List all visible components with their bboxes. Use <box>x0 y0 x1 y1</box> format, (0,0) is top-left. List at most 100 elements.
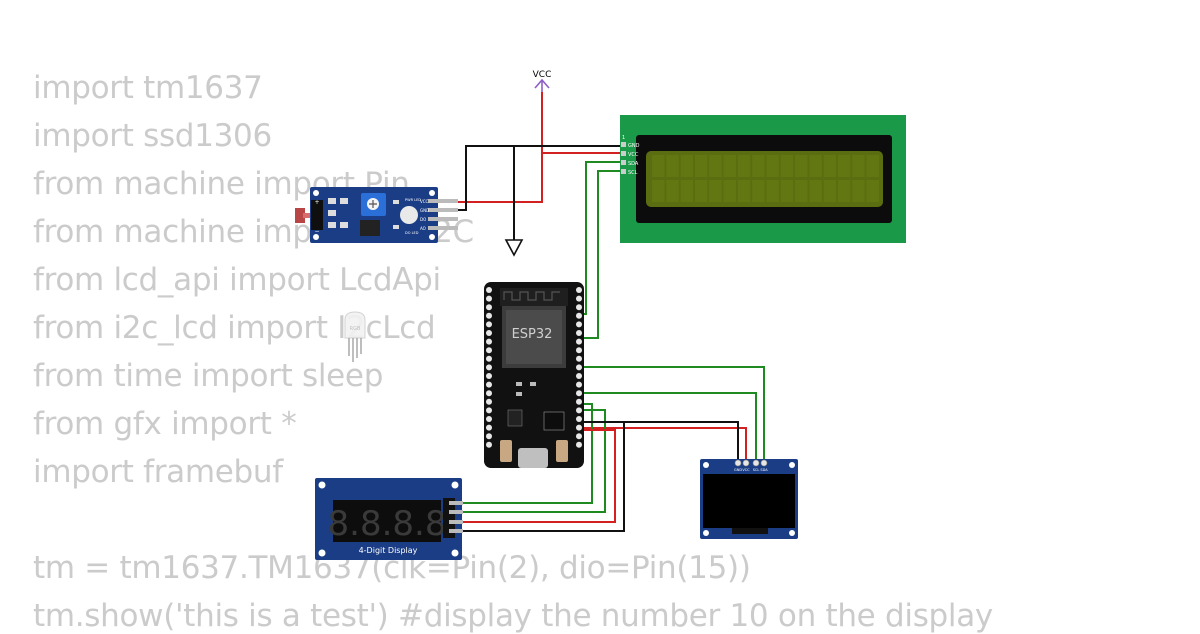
wire-gnd-ldr[interactable] <box>456 145 624 211</box>
lcd-character-cell <box>680 180 694 202</box>
code-line: from time import sleep <box>33 358 384 394</box>
lcd-character-cell <box>694 155 708 177</box>
esp32-pin <box>486 287 492 293</box>
ldr-pin-label: GND <box>420 208 429 213</box>
code-line: import tm1637 <box>33 70 263 106</box>
esp32-pin <box>576 364 582 371</box>
lcd-character-cell <box>694 180 708 202</box>
wire-oled-scl[interactable] <box>580 392 757 462</box>
lcd-character-cell <box>666 180 679 202</box>
vcc-symbol[interactable]: VCC <box>533 70 552 92</box>
ground-symbol[interactable] <box>504 239 524 257</box>
esp32-pin <box>576 390 582 397</box>
svg-text:RGB: RGB <box>350 326 361 332</box>
wires <box>456 92 765 532</box>
lcd-display[interactable]: 1 GND VCC SDA SCL <box>620 115 906 243</box>
esp32-pin <box>486 373 492 379</box>
esp32-pin <box>486 330 492 336</box>
code-line: import framebuf <box>33 454 283 490</box>
esp32-pin <box>486 381 492 388</box>
wire-oled-gnd[interactable] <box>580 421 739 462</box>
lcd-pin-one-label: 1 <box>622 135 625 141</box>
wire-lcd-sda[interactable] <box>580 161 624 315</box>
esp32-pin <box>486 416 492 422</box>
code-line: tm.show('this is a test') #display the n… <box>33 598 993 634</box>
esp32-pin <box>486 398 492 405</box>
lcd-character-cell <box>737 180 751 202</box>
lcd-character-cell <box>866 180 879 202</box>
lcd-pin-label: SDA <box>628 161 639 167</box>
esp32-label: ESP32 <box>512 327 553 342</box>
ldr-pin-label: AO <box>420 226 426 231</box>
esp32-pin <box>576 355 582 362</box>
esp32-pin <box>576 416 582 422</box>
seven-segment-window <box>333 500 441 542</box>
esp32-pin <box>576 373 582 379</box>
esp32-pin <box>576 441 582 448</box>
esp32-pin <box>486 390 492 397</box>
esp32-pin <box>576 347 582 354</box>
reset-button[interactable] <box>556 440 568 462</box>
seven-segment-digits: 8.8.8.8 <box>328 504 447 544</box>
esp32-pin <box>486 441 492 448</box>
code-line: import ssd1306 <box>33 118 272 154</box>
wire-tm-clk[interactable] <box>462 403 593 504</box>
esp32-pin <box>576 287 582 293</box>
lcd-character-cell <box>709 155 722 177</box>
lcd-pin-label: VCC <box>628 152 639 158</box>
tm1637-pins <box>449 501 463 533</box>
lcd-character-cell <box>752 155 765 177</box>
esp32-pin <box>486 304 492 311</box>
wire-oled-sda[interactable] <box>580 366 765 462</box>
lcd-character-cell <box>823 155 837 177</box>
do-led-label: DO LED <box>405 231 419 235</box>
antenna-trace <box>503 291 560 301</box>
esp32-pin <box>576 304 582 311</box>
lcd-character-cell <box>837 155 851 177</box>
ldr-pin-label: VCC <box>420 199 429 204</box>
wire-oled-vcc[interactable] <box>580 427 747 462</box>
lcd-character-cell <box>823 180 837 202</box>
oled-pin-label: SCL <box>753 468 760 472</box>
wire-lcd-scl[interactable] <box>580 170 624 339</box>
ldr-photoresistor <box>295 208 305 223</box>
four-digit-display[interactable]: 8.8.8.8 4-Digit Display <box>315 478 463 560</box>
esp32-pin-headers <box>486 287 582 448</box>
oled-pin-label: SDA <box>760 468 768 472</box>
esp32-board[interactable]: ESP32 <box>484 282 584 468</box>
lcd-character-cell <box>723 180 736 202</box>
lcd-character-cell <box>780 180 794 202</box>
lcd-character-cell <box>852 180 865 202</box>
lcd-character-cell <box>652 180 665 202</box>
ldr-module[interactable]: + − PWR LED DO LED VCC GND DO AO <box>295 187 458 243</box>
esp32-pin <box>576 338 582 345</box>
esp32-pin <box>486 364 492 371</box>
ldr-led <box>400 206 418 224</box>
wire-vcc-rail[interactable] <box>456 92 543 203</box>
lcd-character-cell <box>852 155 865 177</box>
wire-tm-gnd[interactable] <box>462 421 625 532</box>
four-digit-display-label: 4-Digit Display <box>359 546 418 555</box>
boot-button[interactable] <box>500 440 512 462</box>
usb-port <box>518 448 548 468</box>
esp32-pin <box>576 295 582 302</box>
wire-tm-vcc[interactable] <box>462 429 616 523</box>
pwr-led-label: PWR LED <box>405 198 421 202</box>
esp32-pin <box>576 321 582 328</box>
oled-display[interactable]: GND VCC SCL SDA <box>700 459 798 539</box>
esp32-pin <box>486 347 492 354</box>
rgb-led[interactable]: RGB <box>344 311 366 362</box>
lcd-character-cell <box>680 155 694 177</box>
code-line: from lcd_api import LcdApi <box>33 262 441 298</box>
lcd-character-cell <box>795 180 808 202</box>
esp32-pin <box>486 312 492 319</box>
esp32-pin <box>576 381 582 388</box>
svg-text:−: − <box>314 228 319 235</box>
esp32-pin <box>576 407 582 414</box>
lcd-pins: GND VCC SDA SCL <box>621 142 640 176</box>
code-line: from gfx import * <box>33 406 297 442</box>
oled-pin-label: GND <box>734 468 742 472</box>
svg-text:+: + <box>314 199 319 206</box>
wire-tm-dio[interactable] <box>462 409 606 513</box>
